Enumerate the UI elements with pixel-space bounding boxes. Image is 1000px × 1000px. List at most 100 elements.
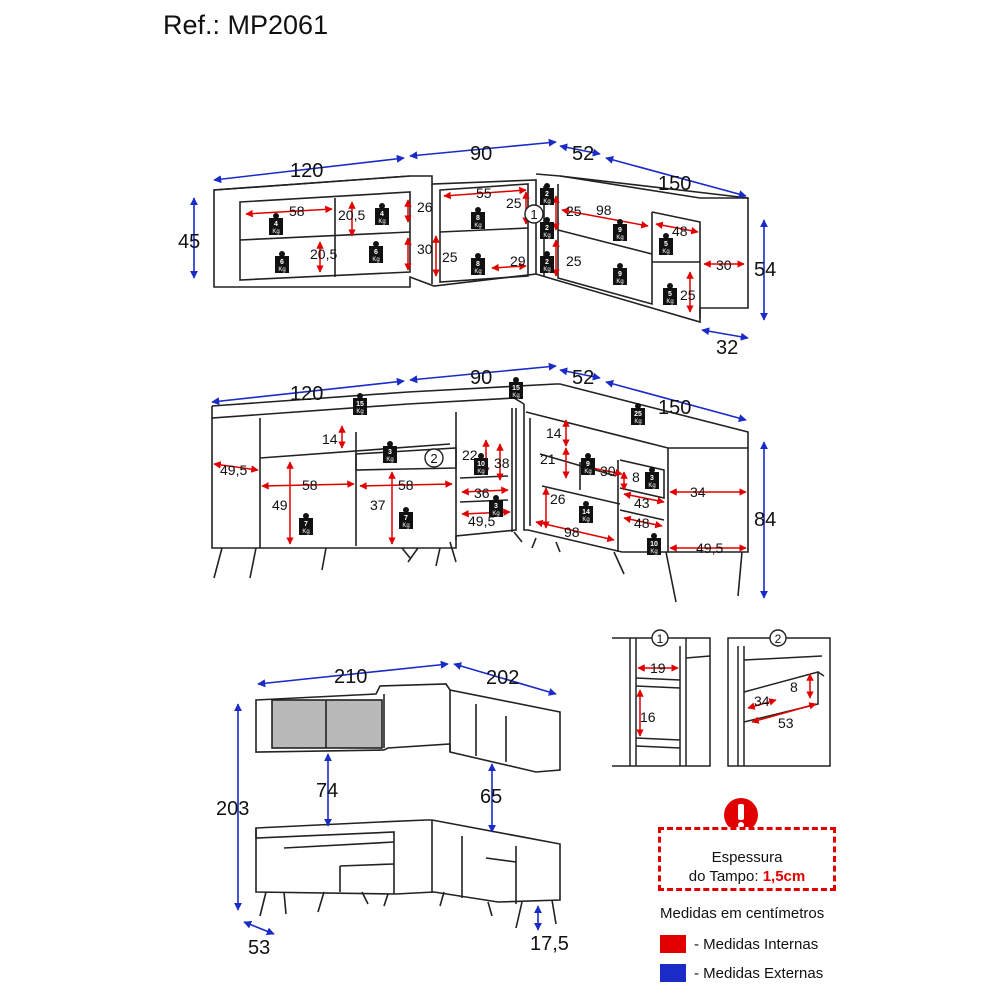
weight-value: 7 (304, 521, 308, 528)
dim-upper-45: 45 (178, 231, 200, 253)
int-upper-20-5-top: 20,5 (338, 207, 365, 223)
dim-upper-54: 54 (754, 259, 776, 281)
svg-text:2: 2 (430, 451, 437, 466)
weight-value: 4 (380, 211, 384, 218)
svg-text:Kg: Kg (378, 219, 385, 225)
weight-icon: 3Kg (489, 495, 503, 517)
dim-lower-84: 84 (754, 509, 776, 531)
upper-internal-labels: 58 20,5 26 20,5 30 55 25 25 29 25 98 25 … (289, 185, 732, 303)
detail-marker-2: 2 (424, 448, 444, 468)
int-lower-14-corner: 14 (546, 425, 562, 441)
int-upper-25-c: 25 (566, 203, 582, 219)
svg-text:Kg: Kg (543, 199, 550, 205)
int-lower-8: 8 (632, 469, 640, 485)
int-upper-25-a: 25 (506, 195, 522, 211)
detail-1-dim-19: 19 (650, 660, 666, 676)
detail-1-dims (636, 664, 679, 737)
weight-value: 25 (634, 411, 642, 418)
svg-text:Kg: Kg (616, 279, 623, 285)
notice-value: 1,5cm (762, 868, 806, 885)
int-lower-30: 30 (600, 463, 616, 479)
weight-value: 10 (477, 461, 485, 468)
weight-value: 15 (512, 385, 520, 392)
weight-value: 2 (545, 191, 549, 198)
lower-external-dims (211, 362, 768, 599)
dim-overview-202: 202 (486, 667, 519, 689)
int-upper-26: 26 (417, 199, 433, 215)
detail-2-marker: 2 (769, 629, 787, 647)
int-lower-49: 49 (272, 497, 288, 513)
int-lower-26: 26 (550, 491, 566, 507)
legend-swatch-external (660, 964, 686, 982)
detail-1-drawing (612, 637, 711, 767)
weight-icon: 5Kg (663, 283, 677, 305)
svg-text:Kg: Kg (278, 267, 285, 273)
detail-1-dim-16: 16 (640, 709, 656, 725)
dim-upper-52: 52 (572, 143, 594, 165)
int-upper-20-5-bottom: 20,5 (310, 246, 337, 262)
weight-value: 4 (274, 221, 278, 228)
weight-value: 2 (545, 225, 549, 232)
weight-value: 15 (356, 401, 364, 408)
detail-2-dim-34: 34 (754, 693, 770, 709)
int-lower-36: 36 (474, 485, 490, 501)
dim-overview-65: 65 (480, 786, 502, 808)
upper-external-dims (190, 138, 768, 341)
svg-text:Kg: Kg (356, 409, 363, 415)
units-note: Medidas em centímetros (660, 905, 825, 922)
weight-value: 9 (618, 271, 622, 278)
dim-overview-17-5: 17,5 (530, 933, 569, 955)
int-lower-58-a: 58 (302, 477, 318, 493)
int-lower-58-b: 58 (398, 477, 414, 493)
int-lower-14: 14 (322, 431, 338, 447)
overview-dims (234, 660, 557, 936)
weight-value: 2 (545, 259, 549, 266)
int-lower-49-5-mid: 49,5 (468, 513, 495, 529)
svg-text:Kg: Kg (386, 457, 393, 463)
weight-value: 9 (586, 461, 590, 468)
detail-marker-1: 1 (524, 204, 544, 224)
reference-title: Ref.: MP2061 (163, 10, 329, 40)
svg-text:Kg: Kg (662, 249, 669, 255)
dim-overview-53: 53 (248, 937, 270, 959)
svg-text:Kg: Kg (616, 235, 623, 241)
int-upper-98: 98 (596, 202, 612, 218)
legend-label-external: - Medidas Externas (694, 964, 824, 982)
int-lower-49-5-right: 49,5 (696, 540, 723, 556)
weight-icon: 2Kg (540, 217, 554, 239)
legend-swatch-internal (660, 935, 686, 953)
weight-icon: 2Kg (540, 183, 554, 205)
weight-icon: 2Kg (540, 251, 554, 273)
weight-icon: 3Kg (383, 441, 397, 463)
int-lower-48: 48 (634, 515, 650, 531)
dim-lower-90: 90 (470, 367, 492, 389)
svg-text:Kg: Kg (477, 469, 484, 475)
dim-overview-210: 210 (334, 666, 367, 688)
weight-value: 3 (650, 475, 654, 482)
dim-lower-52: 52 (572, 367, 594, 389)
svg-text:Kg: Kg (634, 419, 641, 425)
detail-2-dim-8: 8 (790, 679, 798, 695)
detail-2-labels: 8 34 53 (754, 679, 798, 731)
dim-upper-32: 32 (716, 337, 738, 359)
svg-text:Kg: Kg (543, 267, 550, 273)
int-upper-30: 30 (417, 241, 433, 257)
svg-text:Kg: Kg (666, 299, 673, 305)
svg-text:Kg: Kg (474, 269, 481, 275)
lower-external-labels: 120 90 52 150 84 (290, 367, 776, 531)
upper-weights: 4Kg 4Kg 6Kg 6Kg 8Kg 8Kg 2Kg 2Kg 2Kg 9Kg … (269, 183, 677, 305)
weight-value: 14 (582, 509, 590, 516)
overview-drawing (255, 683, 561, 929)
int-upper-25-e: 25 (680, 287, 696, 303)
svg-text:Kg: Kg (474, 223, 481, 229)
upper-internal-dims (245, 186, 745, 313)
overview-labels: 210 202 203 74 65 53 17,5 (216, 666, 569, 959)
svg-text:Kg: Kg (492, 511, 499, 517)
svg-text:Kg: Kg (650, 549, 657, 555)
